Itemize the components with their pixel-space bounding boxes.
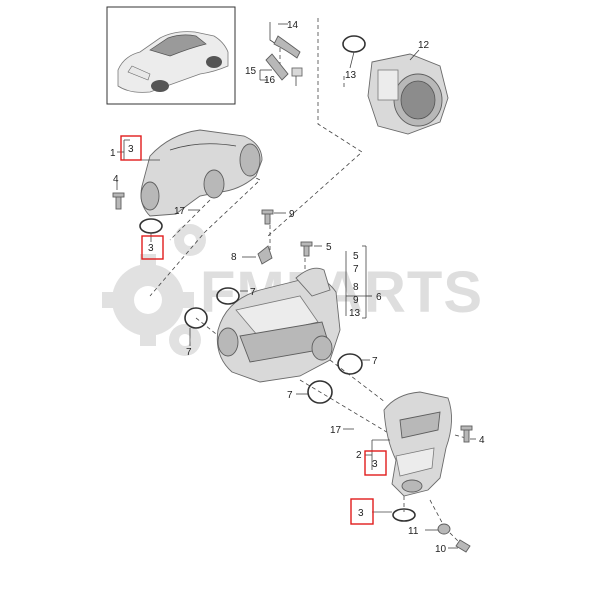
bracket-assembly <box>265 22 303 86</box>
gasket-left <box>139 218 163 234</box>
callout-11: 11 <box>408 526 419 537</box>
callout-17-left: 17 <box>174 206 186 217</box>
callout-labels: 14 15 16 12 13 1 3 4 17 3 9 8 5 5 7 8 9 … <box>110 20 485 555</box>
leader-lines <box>116 23 476 549</box>
callout-3-upper-left: 3 <box>128 144 134 155</box>
callout-12: 12 <box>418 40 430 51</box>
highlight-boxes <box>120 135 387 525</box>
callout-7-center: 7 <box>250 287 256 298</box>
seal-ring-13 <box>342 35 366 53</box>
callout-7-group: 7 <box>353 264 359 275</box>
sensor-10 <box>455 539 471 553</box>
nut-11 <box>437 523 451 535</box>
callout-10: 10 <box>435 544 447 555</box>
callout-7-right: 7 <box>372 356 378 367</box>
intake-pipe-left <box>140 129 263 217</box>
callout-3-lower-right: 3 <box>358 508 364 519</box>
gasket-right <box>392 508 416 522</box>
assembly-lines <box>147 18 467 546</box>
throttle-body <box>367 53 449 135</box>
vehicle-inset <box>106 6 236 105</box>
callout-13-group: 13 <box>349 308 361 319</box>
group-bracket-6 <box>362 245 372 319</box>
car-icon <box>117 31 229 93</box>
callout-14: 14 <box>287 20 299 31</box>
callout-9-group: 9 <box>353 295 359 306</box>
seal-ring-7a <box>216 287 240 305</box>
intake-manifold-right <box>383 391 452 497</box>
callout-5-top: 5 <box>326 242 332 253</box>
callout-4-left: 4 <box>113 174 119 185</box>
callout-8-group: 8 <box>353 282 359 293</box>
intake-plenum <box>216 267 341 383</box>
callout-16: 16 <box>264 75 276 86</box>
callout-3-upper-right: 3 <box>372 459 378 470</box>
callout-13-top: 13 <box>345 70 357 81</box>
callout-7-left: 7 <box>186 347 192 358</box>
callout-3-lower-left: 3 <box>148 243 154 254</box>
callout-15: 15 <box>245 66 257 77</box>
seal-ring-7d <box>307 380 333 404</box>
callout-8-left: 8 <box>231 252 237 263</box>
callout-6: 6 <box>376 292 382 303</box>
callout-2: 2 <box>356 450 362 461</box>
gear-icon <box>102 224 206 356</box>
seal-ring-7c <box>337 353 363 375</box>
callout-17-right: 17 <box>330 425 342 436</box>
callout-1: 1 <box>110 148 116 159</box>
seal-ring-7b <box>184 307 208 329</box>
bolts <box>112 192 473 443</box>
callout-9-top: 9 <box>289 209 295 220</box>
callout-5-group: 5 <box>353 251 359 262</box>
callout-7-lower: 7 <box>287 390 293 401</box>
callout-4-right: 4 <box>479 435 485 446</box>
sensor-8 <box>257 245 273 265</box>
